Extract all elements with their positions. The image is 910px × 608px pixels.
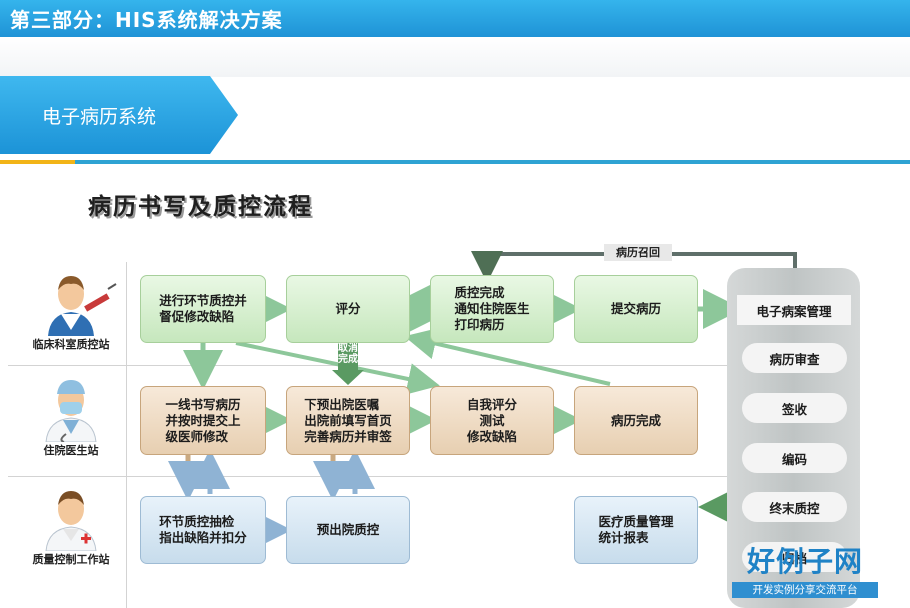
node-record-done: 病历完成 — [574, 386, 698, 455]
stripe-blue — [75, 160, 910, 164]
node-pre-discharge-qc: 预出院质控 — [286, 496, 410, 564]
node-clinical-check: 进行环节质控并 督促修改缺陷 — [140, 275, 266, 343]
doctor-syringe-icon — [48, 276, 117, 336]
lane-divider-1 — [8, 365, 730, 366]
watermark-brand: 好例子网 — [746, 545, 863, 578]
watermark-logo: 好例子网 开发实例分享交流平台 — [730, 540, 880, 608]
column-item-review: 病历审查 — [742, 343, 847, 373]
actor-label: 临床科室质控站 — [32, 338, 110, 351]
node-self-eval: 自我评分 测试 修改缺陷 — [430, 386, 554, 455]
column-item-coding: 编码 — [742, 443, 847, 473]
watermark-slogan: 开发实例分享交流平台 — [732, 582, 878, 598]
doctor-cross-icon — [45, 491, 97, 551]
diagram-title: 病历书写及质控流程 — [88, 194, 313, 220]
doctor-mask-icon — [45, 380, 97, 442]
actor-label: 质量控制工作站 — [32, 553, 110, 566]
actor-label: 住院医生站 — [43, 444, 99, 457]
node-pre-discharge: 下预出院医嘱 出院前填写首页 完善病历并审签 — [286, 386, 410, 455]
node-doctor-write: 一线书写病历 并按时提交上 级医师修改 — [140, 386, 266, 455]
recall-label: 病历召回 — [604, 244, 672, 261]
actor-column-divider — [126, 262, 128, 608]
stripe-yellow — [0, 160, 75, 164]
header-title: 第三部分：HIS系统解决方案 — [10, 8, 283, 32]
node-score: 评分 — [286, 275, 410, 343]
column-item-signoff: 签收 — [742, 393, 847, 423]
header-bar: 第三部分：HIS系统解决方案 — [0, 0, 910, 37]
arrow-done-to-qc — [404, 327, 611, 386]
arrow-check-to-self — [235, 341, 440, 395]
section-title: 电子病历系统 — [42, 106, 157, 128]
column-item-record-mgmt: 电子病案管理 — [737, 295, 851, 325]
node-submit: 提交病历 — [574, 275, 698, 343]
header-shade — [0, 37, 910, 77]
arrow-cancel-down — [332, 343, 364, 385]
node-quality-stats: 医疗质量管理 统计报表 — [574, 496, 698, 564]
node-spot-check: 环节质控抽检 指出缺陷并扣分 — [140, 496, 266, 564]
section-banner: 电子病历系统 — [0, 76, 238, 154]
column-item-archive: 归档 — [742, 542, 847, 572]
column-item-final-qc: 终末质控 — [742, 492, 847, 522]
node-qc-done: 质控完成 通知住院医生 打印病历 — [430, 275, 554, 343]
cancel-label: 取消完成 — [338, 343, 358, 365]
